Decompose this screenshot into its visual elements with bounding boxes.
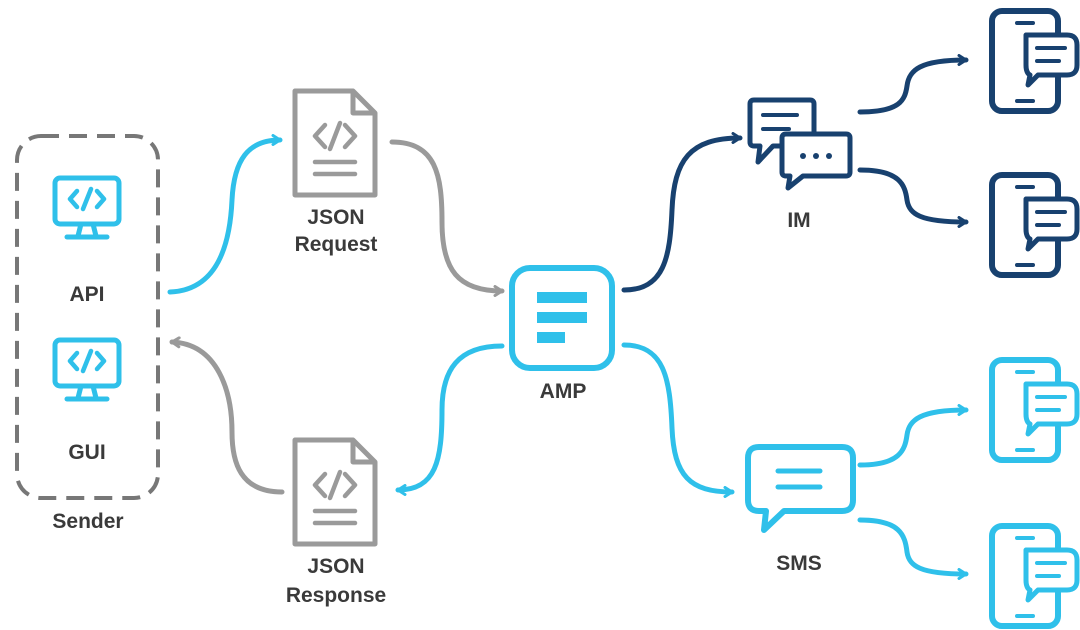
amp-to-response-connector xyxy=(395,343,505,496)
phone-2-message-icon xyxy=(992,175,1077,275)
amp-label: AMP xyxy=(540,380,587,403)
request-to-amp-connector xyxy=(389,139,505,297)
json-request-code-document-icon xyxy=(295,91,375,195)
sms-bubble-icon xyxy=(745,444,856,533)
phone-4-message-icon xyxy=(992,526,1077,626)
json-response-label-line1: JSON xyxy=(307,555,364,578)
api-to-request-connector xyxy=(167,134,283,295)
phone-1-message-icon xyxy=(992,11,1077,111)
amp-menu-icon xyxy=(509,265,615,371)
json-response-code-document-icon xyxy=(295,440,375,544)
im-chat-bubbles-icon xyxy=(747,97,853,191)
sms-to-phone4-connector xyxy=(857,517,969,580)
response-to-gui-connector xyxy=(169,336,285,495)
amp-to-im-connector xyxy=(621,132,743,293)
sms-label: SMS xyxy=(776,552,822,575)
sender-group-box xyxy=(15,134,160,500)
json-request-label-line2: Request xyxy=(295,233,378,256)
phone-3-message-icon xyxy=(992,360,1077,460)
gui-monitor-code-icon xyxy=(55,340,119,399)
api-label: API xyxy=(69,283,104,306)
api-monitor-code-icon xyxy=(55,178,119,237)
gui-label: GUI xyxy=(68,441,105,464)
json-response-label-line2: Response xyxy=(286,584,386,607)
json-request-label-line1: JSON xyxy=(307,206,364,229)
im-to-phone1-connector xyxy=(857,54,969,115)
im-label: IM xyxy=(787,209,810,232)
im-to-phone2-connector xyxy=(857,167,969,228)
sender-label: Sender xyxy=(52,510,123,533)
amp-to-sms-connector xyxy=(621,342,735,498)
sms-to-phone3-connector xyxy=(857,404,969,468)
